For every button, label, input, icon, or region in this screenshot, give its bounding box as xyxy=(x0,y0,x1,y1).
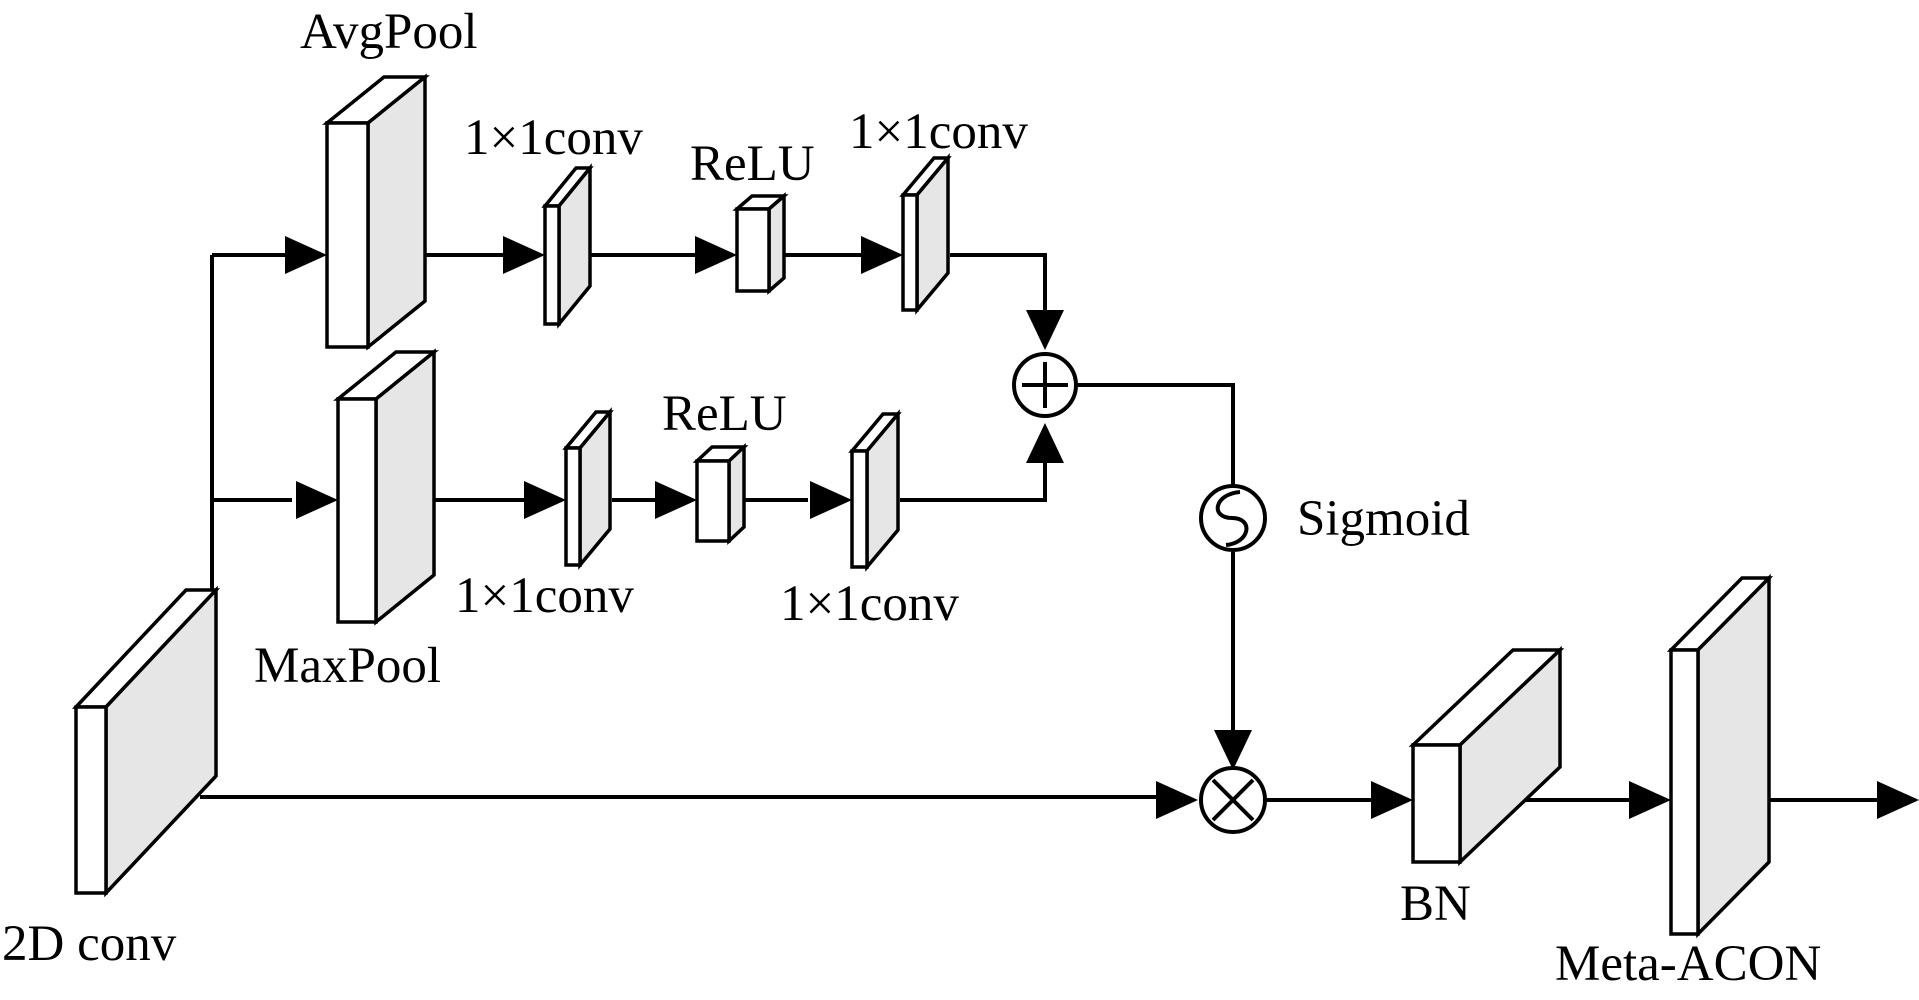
trunk-line xyxy=(210,253,292,590)
add-operator xyxy=(1012,352,1078,418)
sigmoid-icon xyxy=(1199,484,1267,552)
arrow-to-top-relu xyxy=(695,236,737,274)
block-avgpool xyxy=(322,73,430,351)
arrow-to-multiply-left xyxy=(1156,781,1198,819)
top-branch-line xyxy=(423,253,1047,330)
block-top-conv1 xyxy=(541,163,594,329)
arrow-to-add-top xyxy=(1026,310,1064,350)
label-bottom-conv1: 1×1conv xyxy=(455,568,634,624)
arrow-to-bottom-relu xyxy=(655,481,697,519)
multiply-operator xyxy=(1199,766,1267,834)
gate-line xyxy=(1076,383,1235,740)
label-2d-conv: 2D conv xyxy=(2,916,177,972)
bottom-branch-line xyxy=(433,445,1047,502)
label-bottom-conv2: 1×1conv xyxy=(780,576,959,632)
arrow-to-multiply-top xyxy=(1214,730,1252,770)
arrow-to-bottom-conv1 xyxy=(524,481,566,519)
block-bottom-conv1 xyxy=(562,407,614,570)
arrow-to-bottom-conv2 xyxy=(810,481,852,519)
block-top-conv2 xyxy=(899,153,952,315)
block-bottom-relu xyxy=(692,442,749,546)
arrow-to-top-conv1 xyxy=(503,236,545,274)
arrow-output xyxy=(1877,781,1919,819)
block-top-relu xyxy=(732,192,789,295)
block-meta-acon xyxy=(1666,573,1774,939)
label-top-relu: ReLU xyxy=(690,136,815,192)
arrow-to-add-bottom xyxy=(1026,423,1064,463)
block-maxpool xyxy=(333,348,439,626)
label-maxpool: MaxPool xyxy=(254,638,441,694)
arrow-to-meta-acon xyxy=(1629,781,1671,819)
label-avgpool: AvgPool xyxy=(300,4,478,60)
arrow-to-maxpool xyxy=(296,481,338,519)
label-sigmoid: Sigmoid xyxy=(1297,491,1470,547)
block-2d-conv xyxy=(71,585,221,898)
block-bottom-conv2 xyxy=(848,409,902,572)
arrow-to-top-conv2 xyxy=(861,236,903,274)
labels: 2D conv AvgPool MaxPool 1×1conv ReLU 1×1… xyxy=(2,4,1821,992)
arrow-to-avgpool xyxy=(285,236,327,274)
label-top-conv1: 1×1conv xyxy=(464,110,643,166)
label-meta-acon: Meta-ACON xyxy=(1555,936,1821,992)
arrow-to-bn xyxy=(1371,781,1413,819)
label-bn: BN xyxy=(1400,876,1471,932)
label-bottom-relu: ReLU xyxy=(662,386,787,442)
label-top-conv2: 1×1conv xyxy=(849,104,1028,160)
arrowheads xyxy=(285,236,1919,819)
connectors xyxy=(200,253,1880,802)
block-bn xyxy=(1408,645,1565,867)
